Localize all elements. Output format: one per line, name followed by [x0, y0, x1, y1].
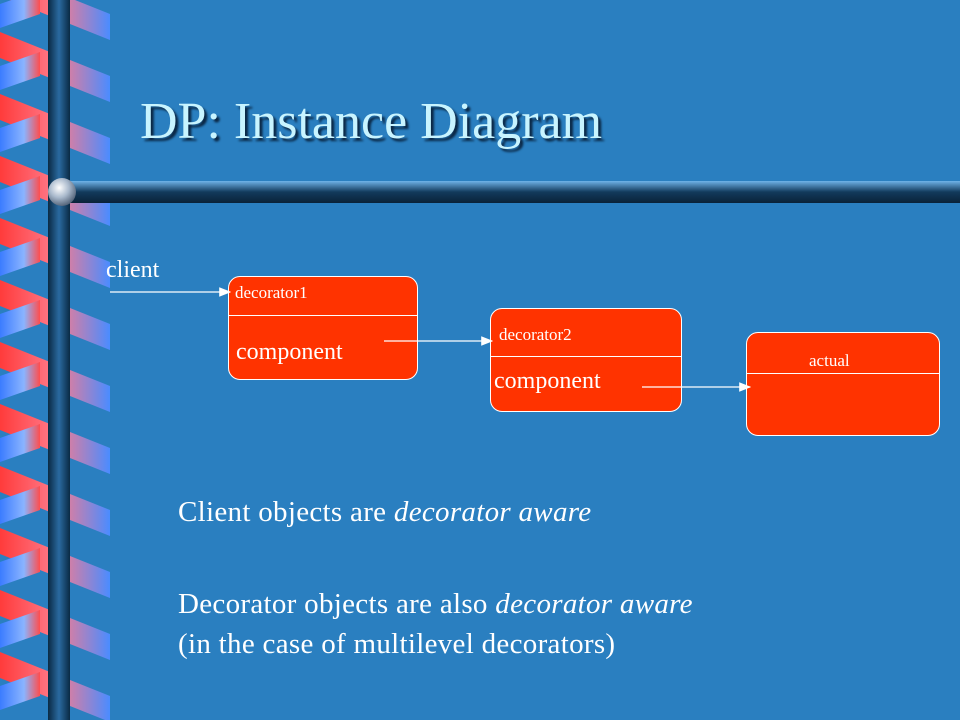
- object-divider: [229, 315, 417, 316]
- decorator1-component-field: component: [236, 339, 343, 365]
- decorator2-component-field: component: [494, 368, 601, 394]
- object-divider: [747, 373, 939, 374]
- emphasis-text: decorator aware: [393, 496, 592, 528]
- decorator2-object: decorator2: [490, 308, 682, 412]
- client-label: client: [106, 257, 160, 283]
- object-name: decorator2: [499, 325, 572, 344]
- note-line-1: Client objects are decorator aware: [178, 496, 592, 528]
- note-line-2: Decorator objects are also decorator awa…: [178, 588, 693, 620]
- slide-title: DP: Instance Diagram: [140, 93, 603, 150]
- decorative-ribbon: [0, 0, 110, 720]
- decorator1-object: decorator1: [228, 276, 418, 380]
- note-line-3: (in the case of multilevel decorators): [178, 628, 616, 660]
- object-name: decorator1: [235, 283, 308, 302]
- object-divider: [491, 356, 681, 357]
- object-name: actual: [809, 351, 850, 370]
- actual-object: actual: [746, 332, 940, 436]
- title-rule: [48, 178, 960, 206]
- emphasis-text: decorator aware: [495, 588, 693, 620]
